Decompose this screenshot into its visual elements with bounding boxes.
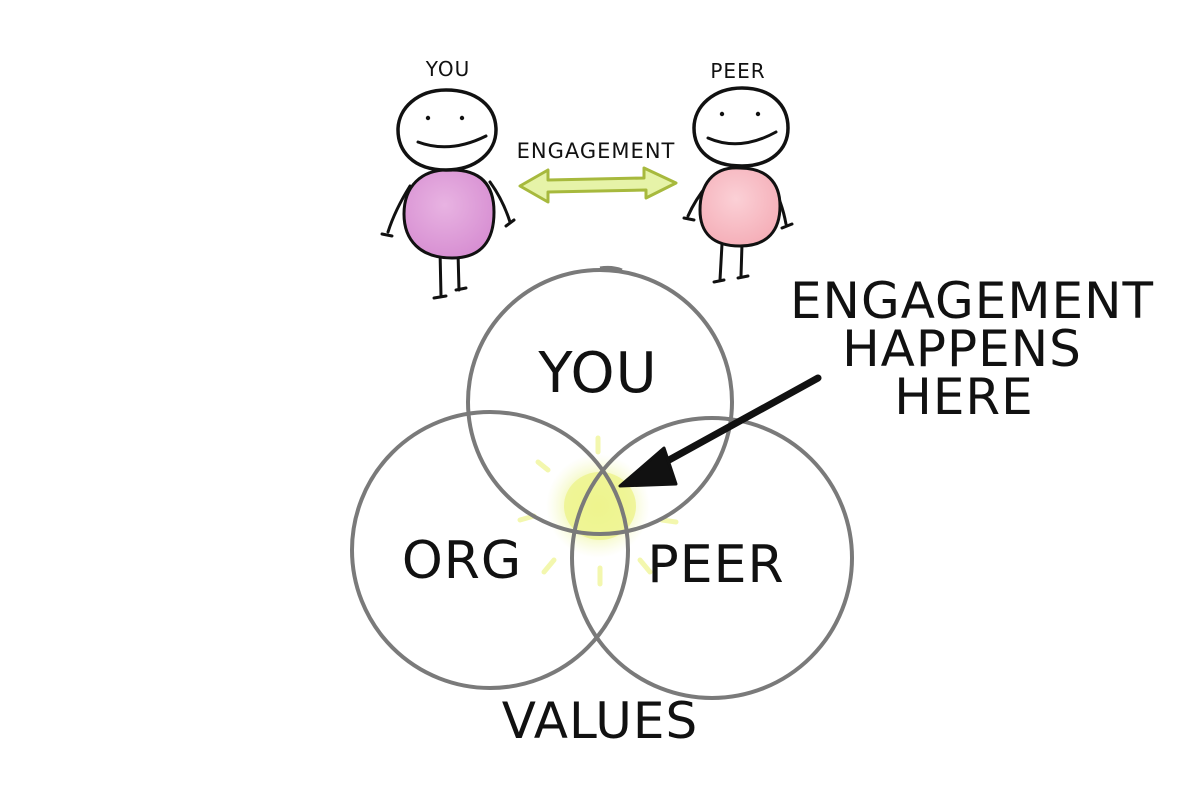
venn-label-org: ORG bbox=[402, 531, 522, 591]
you-smile bbox=[416, 134, 488, 149]
engagement-arrow: ENGAGEMENT bbox=[517, 139, 678, 204]
peer-smile bbox=[706, 130, 778, 146]
callout-line-2: HAPPENS bbox=[842, 320, 1082, 378]
venn-circle-you-overlap-stroke bbox=[599, 265, 623, 272]
you-figure-label: YOU bbox=[425, 57, 471, 81]
peer-right-eye bbox=[755, 111, 761, 117]
peer-figure: PEER bbox=[682, 59, 794, 284]
venn-label-you: YOU bbox=[537, 341, 657, 406]
callout-line-1: ENGAGEMENT bbox=[790, 272, 1154, 330]
callout-arrow-icon bbox=[636, 374, 822, 480]
you-right-eye bbox=[459, 115, 465, 121]
you-right-arm bbox=[488, 180, 516, 228]
venn-circle-you bbox=[466, 268, 734, 536]
peer-figure-label: PEER bbox=[710, 59, 765, 83]
peer-head bbox=[692, 86, 790, 168]
you-body bbox=[402, 168, 496, 260]
venn-bottom-label: VALUES bbox=[502, 692, 699, 750]
peer-right-leg bbox=[736, 242, 750, 280]
peer-body bbox=[698, 166, 782, 248]
peer-left-eye bbox=[719, 111, 725, 117]
callout: ENGAGEMENT HAPPENS HERE bbox=[618, 272, 1154, 488]
you-left-arm bbox=[380, 184, 412, 238]
venn-circle-peer bbox=[570, 416, 854, 700]
engagement-arrow-label: ENGAGEMENT bbox=[517, 139, 676, 163]
you-left-eye bbox=[425, 115, 431, 121]
venn-circles bbox=[350, 265, 854, 700]
callout-arrowhead-icon bbox=[618, 446, 678, 488]
peer-left-leg bbox=[712, 242, 726, 284]
callout-line-3: HERE bbox=[894, 368, 1034, 426]
venn-label-peer: PEER bbox=[647, 535, 784, 595]
you-head bbox=[396, 88, 498, 172]
double-arrow-icon bbox=[518, 166, 678, 204]
you-figure: YOU bbox=[380, 57, 516, 300]
venn-circle-org bbox=[350, 410, 630, 690]
